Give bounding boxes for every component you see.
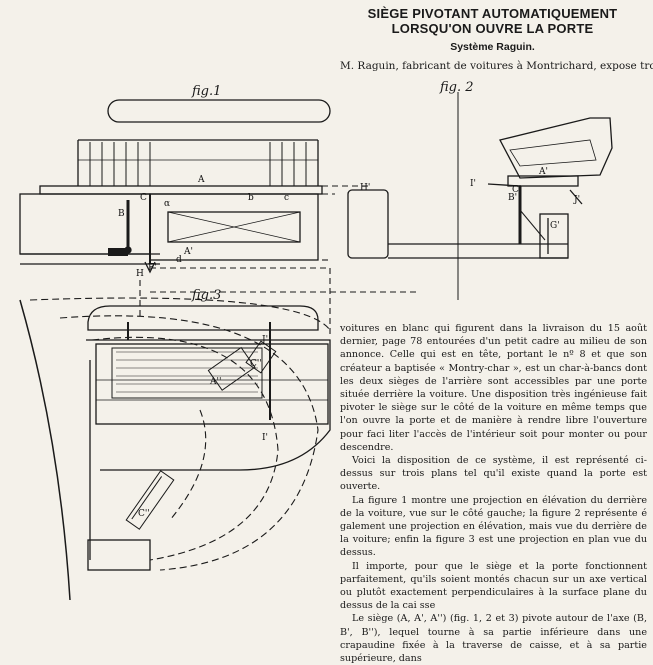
label-Fprime: F' [148,263,157,273]
article-title-line1: SIÈGE PIVOTANT AUTOMATIQUEMENT [367,6,618,21]
label-Hprime: H' [360,183,370,193]
body-paragraph: Le siège (A, A', A'') (fig. 1, 2 et 3) p… [340,613,647,665]
label-Aprime-fig2: A' [538,167,548,177]
label-Bprime: B' [508,193,517,203]
label-c: c [284,193,289,203]
article-title-line2: LORSQU'ON OUVRE LA PORTE [391,21,594,36]
label-Cprime: C' [512,185,521,195]
body-paragraph: voitures en blanc qui figurent dans la l… [340,323,647,453]
label-Jprime: J' [573,195,580,205]
label-Ctriple: C'' [138,509,150,519]
body-paragraph: Voici la disposition de ce système, il e… [340,455,647,493]
fig2-drawing [347,92,613,300]
label-H: H [136,269,144,279]
label-C: C [140,193,147,203]
label-A: A [197,175,205,185]
fig1-caption: fig.1 [192,84,222,99]
label-Iprime: I' [470,179,476,189]
body-paragraph: La figure 1 montre une projection en élé… [340,494,647,559]
label-Jdouble: J'' [261,335,271,345]
document-page: A B C α b c A' d H H' I' A' J' G' B' C' … [19,6,653,664]
article-body: voitures en blanc qui figurent dans la l… [340,322,647,665]
label-Adouble: A'' [209,377,221,387]
label-Aprime: A' [183,247,193,257]
fig2-caption: fig. 2 [440,80,474,95]
fig1-drawing [19,99,420,335]
article-subtitle: Système Raguin. [450,41,535,53]
label-B: B [118,209,125,219]
label-Gprime: G' [550,221,560,231]
article-header: SIÈGE PIVOTANT AUTOMATIQUEMENT LORSQU'ON… [340,6,645,53]
article-intro-line: M. Raguin, fabricant de voitures à Montr… [340,60,653,72]
label-b: b [248,193,254,203]
technical-drawing: A B C α b c A' d H H' I' A' J' G' B' C' … [19,92,613,600]
label-alpha: α [164,199,170,209]
fig3-drawing [19,297,331,600]
label-Cdouble: C'' [250,359,262,369]
body-paragraph: Il importe, pour que le siège et la port… [340,560,647,612]
label-d: d [176,255,182,265]
label-I: I' [262,433,268,443]
fig3-caption: fig.3 [192,288,222,303]
